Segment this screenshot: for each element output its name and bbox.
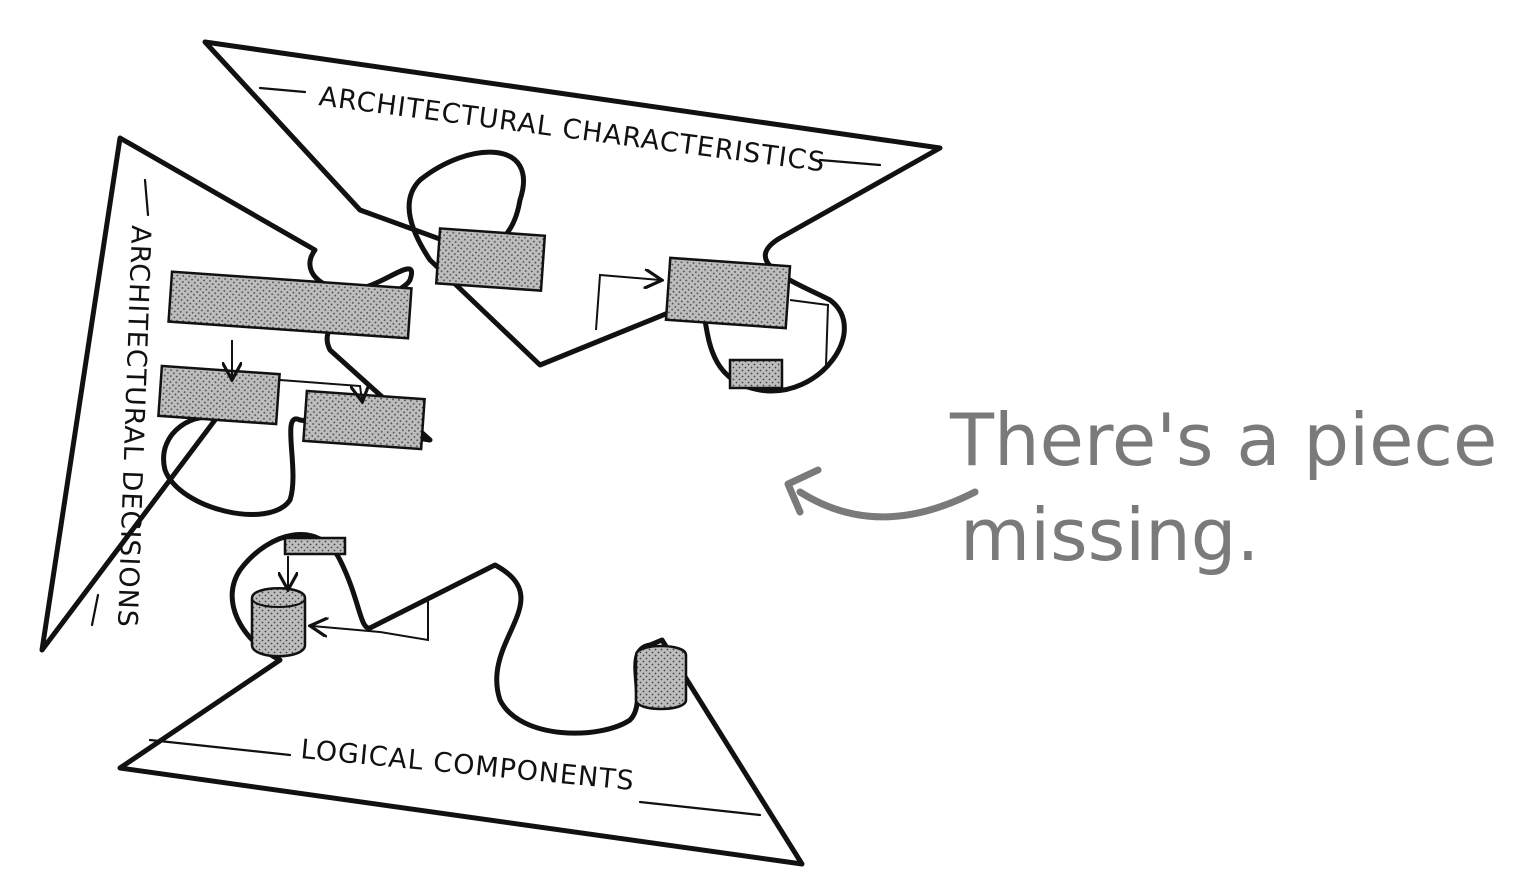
bottom-db-top-1 bbox=[251, 597, 306, 608]
puzzle-piece-logical-components: LOGICAL COMPONENTS bbox=[117, 532, 805, 867]
left-box-2 bbox=[157, 364, 281, 426]
callout-line-2: missing. bbox=[960, 493, 1259, 577]
left-frame-line bbox=[90, 178, 150, 627]
bottom-connector-2 bbox=[312, 600, 429, 642]
top-frame-line bbox=[258, 86, 882, 167]
bottom-database-2 bbox=[634, 644, 688, 711]
bottom-frame-line bbox=[148, 738, 762, 817]
left-box-1 bbox=[167, 270, 413, 340]
puzzle-piece-architectural-decisions: ARCHITECTURAL DECISIONS bbox=[39, 135, 433, 653]
top-connector-2 bbox=[789, 299, 830, 366]
left-box-3 bbox=[302, 389, 426, 451]
bottom-box-1 bbox=[283, 536, 347, 556]
bottom-database-1 bbox=[250, 587, 307, 658]
top-box-2 bbox=[664, 256, 792, 330]
puzzle-piece-architectural-characteristics: ARCHITECTURAL CHARACTERISTICS bbox=[202, 39, 943, 394]
callout-line-1: There's a piece bbox=[949, 398, 1497, 482]
missing-piece-callout: There's a piece missing. bbox=[784, 398, 1497, 577]
callout-arrowhead bbox=[784, 466, 822, 516]
bottom-piece-outline bbox=[117, 532, 805, 867]
top-connector bbox=[595, 275, 660, 331]
top-box-1 bbox=[434, 227, 547, 292]
top-box-3 bbox=[728, 358, 784, 390]
left-connector-2 bbox=[279, 379, 362, 400]
callout-arrow bbox=[796, 488, 979, 521]
